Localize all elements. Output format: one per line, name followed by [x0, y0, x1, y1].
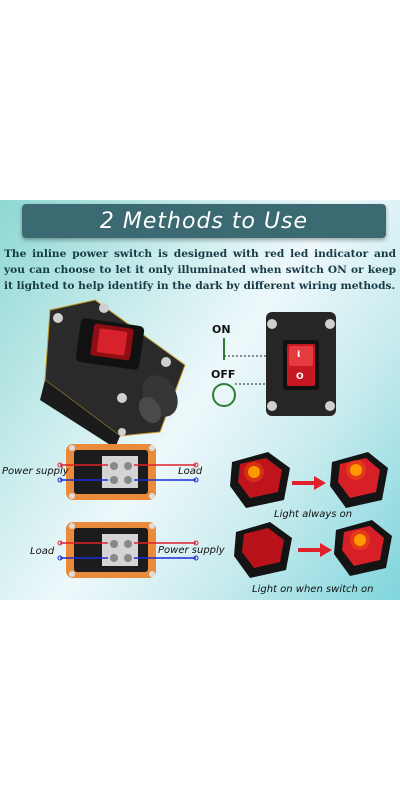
inline-switch-housing [40, 299, 186, 448]
rocker-switch-1a [230, 452, 290, 508]
result-label-1: Light always on [274, 509, 353, 520]
wiring-2-left-label: Load [30, 546, 55, 557]
switch-on-glyph: I [297, 350, 301, 360]
methods-panel: 2 Methods to Use The inline power switch… [0, 200, 400, 600]
section-banner: 2 Methods to Use [22, 204, 386, 238]
wiring-1-right-label: Load [178, 466, 203, 477]
terminal-block-1 [66, 444, 156, 500]
on-label: ON [212, 323, 231, 336]
off-circle-icon [212, 383, 292, 407]
rocker-switch-1b [330, 452, 388, 508]
wires-1 [57, 462, 199, 483]
arrow-icon-2 [298, 543, 332, 557]
banner-title: 2 Methods to Use [99, 208, 309, 234]
result-label-2: Light on when switch on [252, 584, 374, 595]
switch-front-view [266, 312, 336, 416]
intro-text: The inline power switch is designed with… [4, 248, 396, 292]
wiring-2-right-label: Power supply [158, 545, 225, 556]
wiring-1-left-label: Power supply [2, 466, 69, 477]
terminal-block-2 [66, 522, 156, 578]
rocker-switch-2a [234, 522, 292, 578]
arrow-icon-1 [292, 476, 326, 490]
switch-off-glyph: O [296, 372, 304, 382]
rocker-switch-2b [334, 520, 392, 576]
off-label: OFF [211, 368, 236, 381]
wires-2 [57, 540, 199, 561]
